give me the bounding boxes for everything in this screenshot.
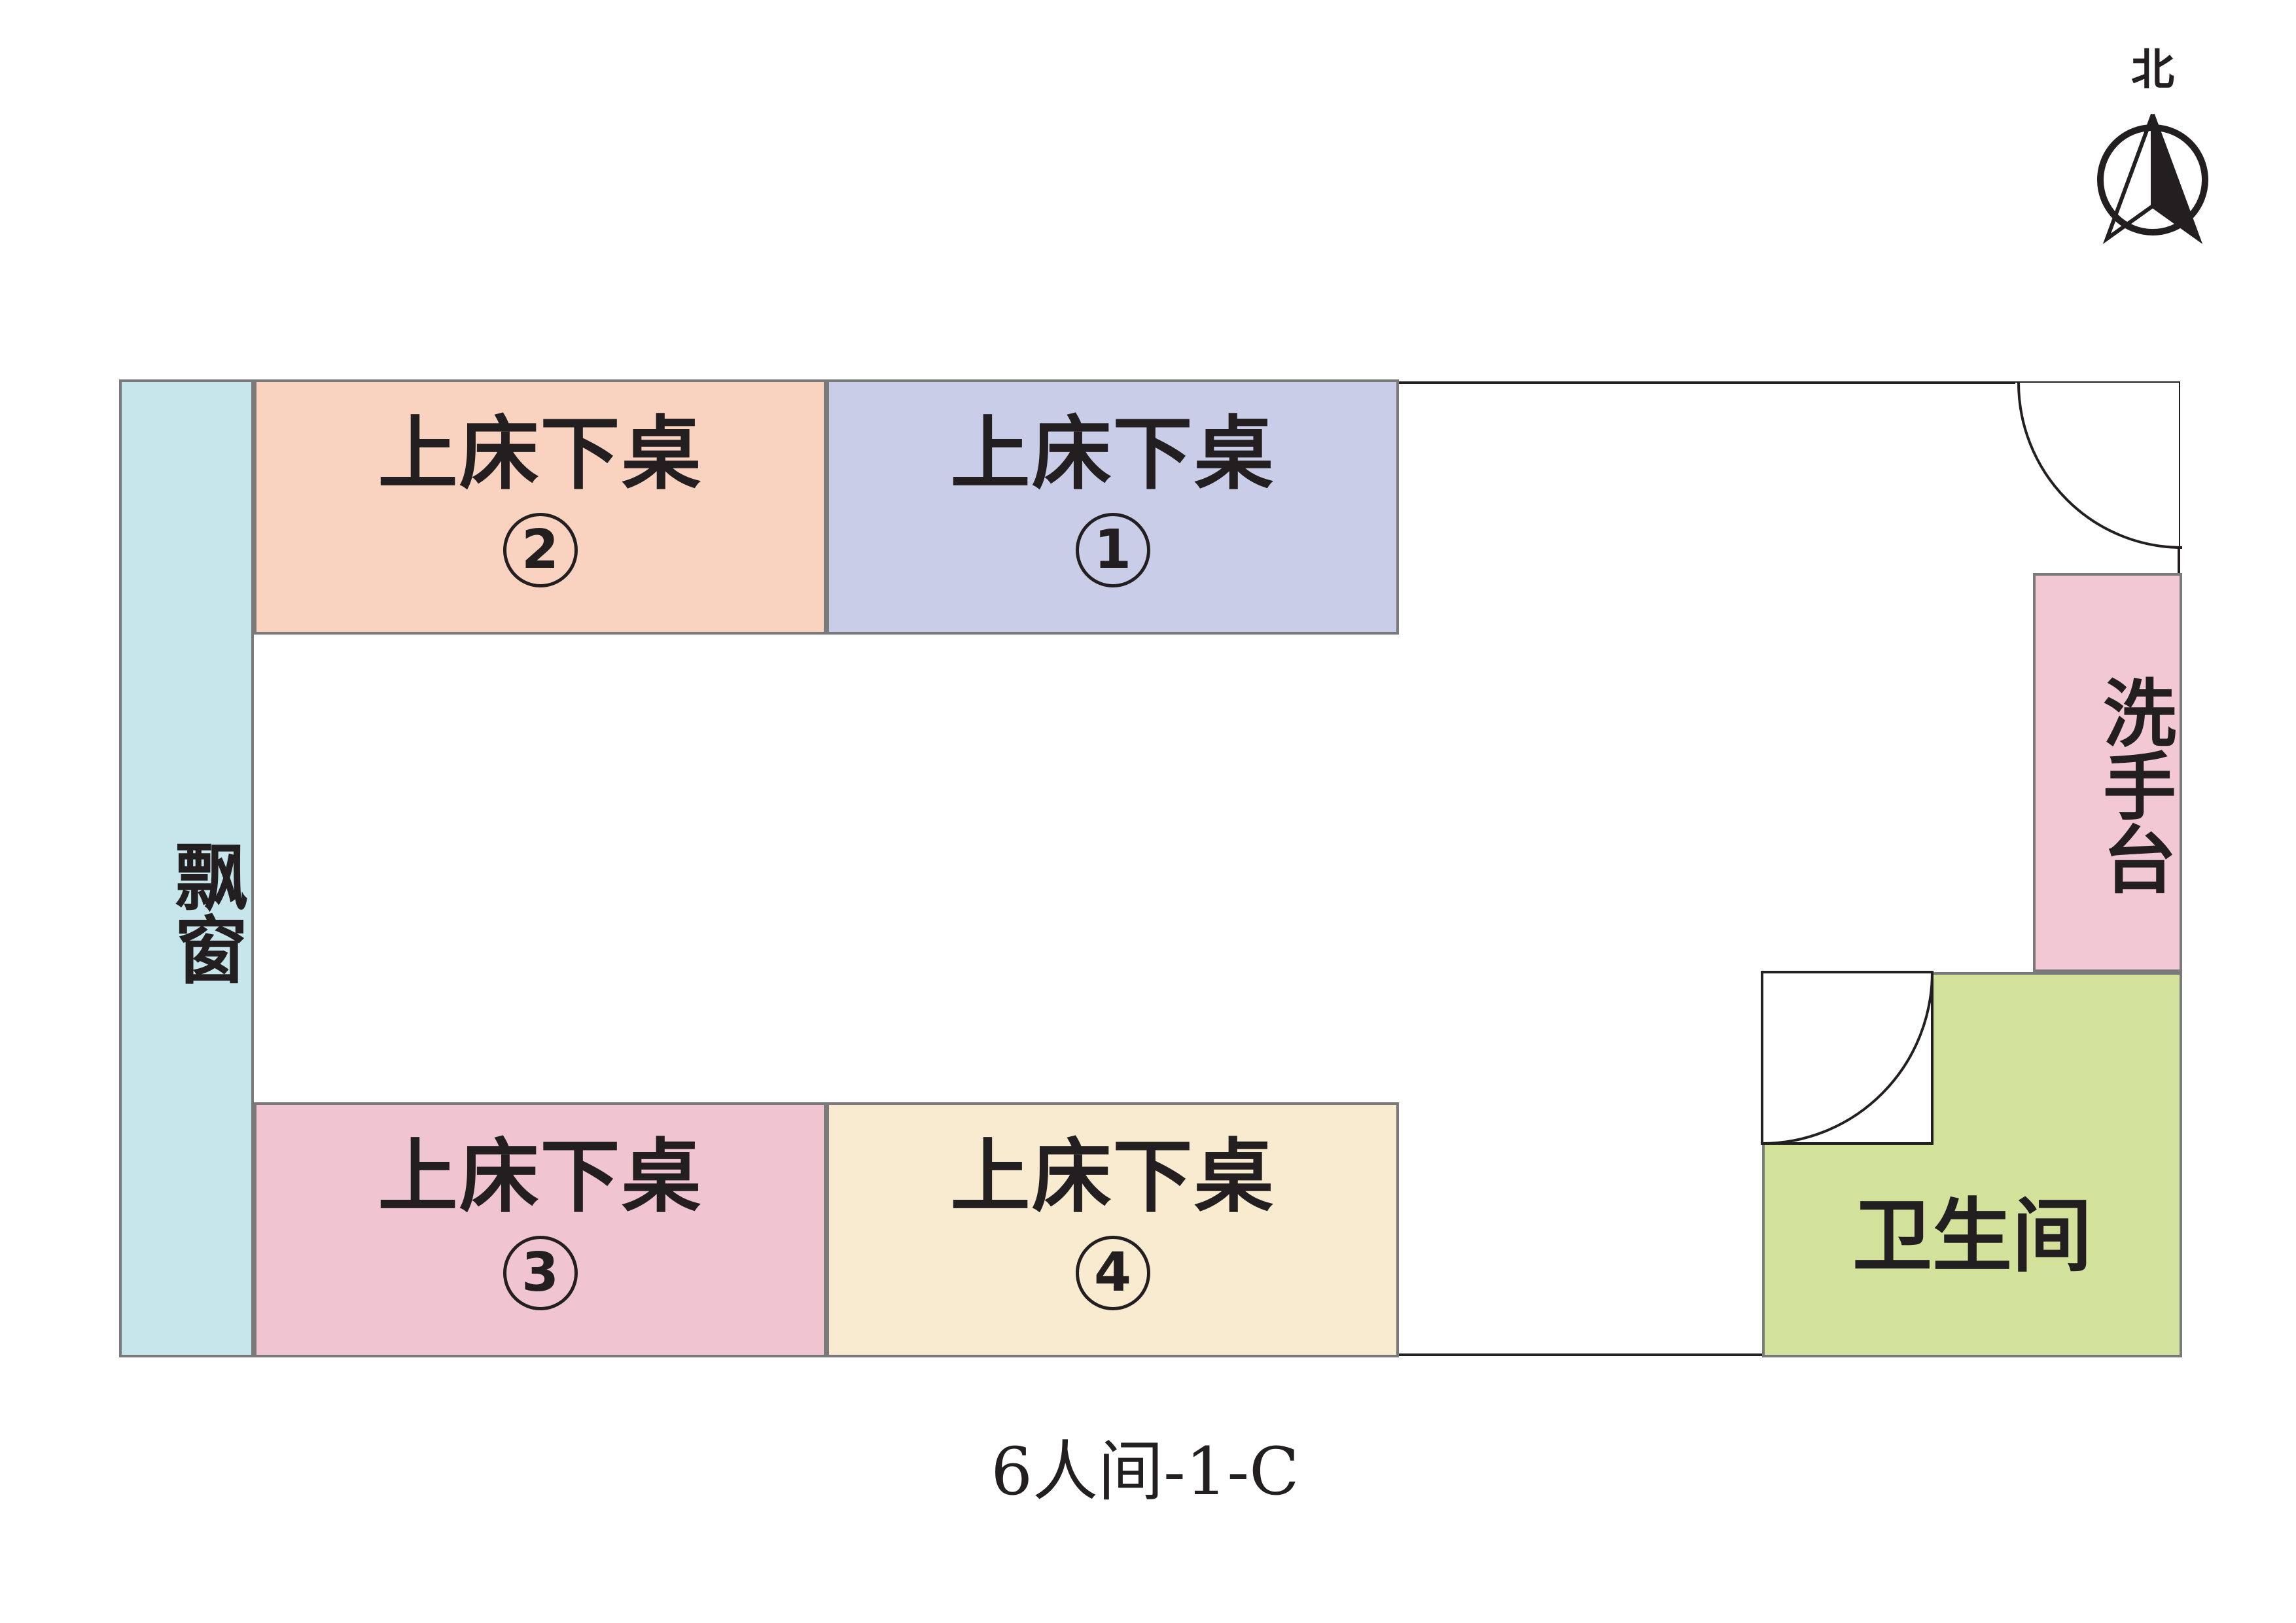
compass-north-label: 北 xyxy=(2131,44,2174,95)
bunk-1-label: 上床下桌 xyxy=(950,408,1275,500)
bunk-3-label: 上床下桌 xyxy=(378,1130,703,1223)
bay-window: 飘窗 xyxy=(119,379,254,1357)
bay-window-label: 飘窗 xyxy=(162,839,247,985)
bunk-4-label: 上床下桌 xyxy=(950,1130,1275,1223)
bunk-3: 上床下桌 3 xyxy=(254,1102,826,1357)
room-caption: 6人间-1-C xyxy=(991,1433,1299,1510)
bunk-1: 上床下桌 1 xyxy=(826,379,1399,635)
wash-basin-label: 洗手台 xyxy=(2091,675,2176,895)
north-arrow-icon xyxy=(2097,113,2208,245)
bunk-3-number: 3 xyxy=(503,1236,578,1310)
bunk-2-number: 2 xyxy=(503,513,578,587)
wash-basin: 洗手台 xyxy=(2033,573,2182,972)
bunk-4-number: 4 xyxy=(1075,1236,1150,1310)
bunk-4: 上床下桌 4 xyxy=(826,1102,1399,1357)
bathroom-label: 卫生间 xyxy=(1852,1190,2092,1283)
bunk-2-label: 上床下桌 xyxy=(378,408,703,500)
bunk-2: 上床下桌 2 xyxy=(254,379,826,635)
bunk-1-number: 1 xyxy=(1075,513,1150,587)
bathroom: 卫生间 xyxy=(1762,972,2182,1357)
